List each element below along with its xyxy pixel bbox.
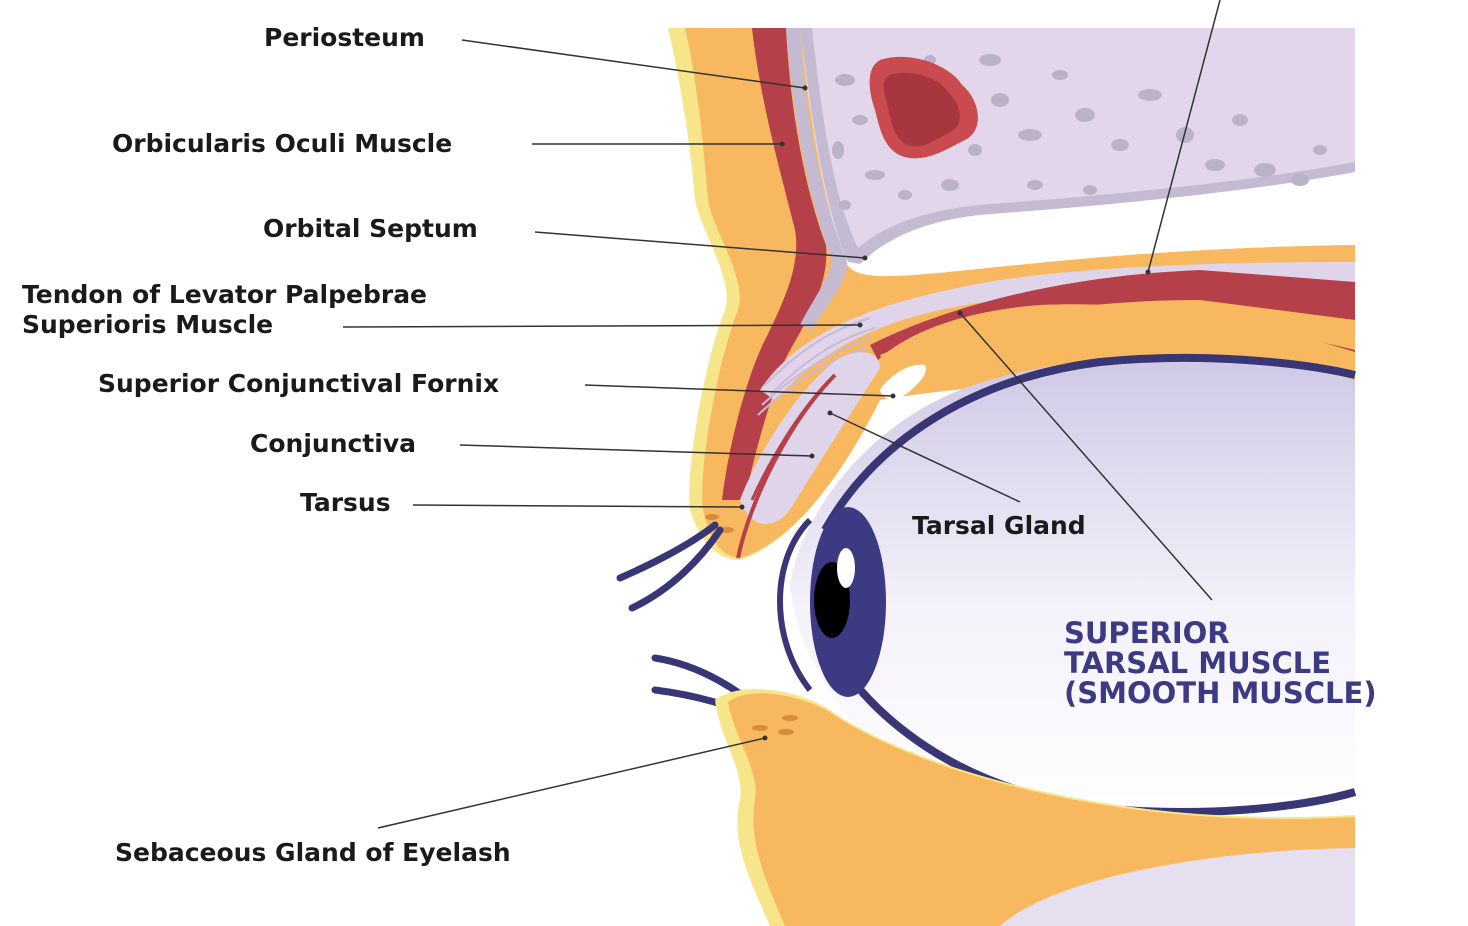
label-superior-tarsal-line1: SUPERIOR	[1064, 616, 1230, 650]
label-tarsus: Tarsus	[300, 488, 391, 517]
leader-sebaceous	[378, 738, 765, 828]
label-periosteum: Periosteum	[264, 23, 425, 52]
label-conjunctiva: Conjunctiva	[250, 429, 416, 458]
label-sebaceous-gland: Sebaceous Gland of Eyelash	[115, 838, 511, 867]
eye-highlight	[837, 548, 855, 588]
label-orbital-septum: Orbital Septum	[263, 214, 478, 243]
label-orbicularis-oculi-muscle: Orbicularis Oculi Muscle	[112, 129, 452, 158]
label-superior-tarsal-line3: (SMOOTH MUSCLE)	[1064, 676, 1377, 710]
orbital-bone	[800, 28, 1355, 264]
label-superior-tarsal-line2: TARSAL MUSCLE	[1064, 646, 1331, 680]
label-superior-conjunctival-fornix: Superior Conjunctival Fornix	[98, 369, 499, 398]
label-tendon-line1: Tendon of Levator Palpebrae	[22, 280, 427, 309]
label-tarsal-gland: Tarsal Gland	[912, 511, 1086, 540]
label-tendon-line2: Superioris Muscle	[22, 310, 273, 339]
